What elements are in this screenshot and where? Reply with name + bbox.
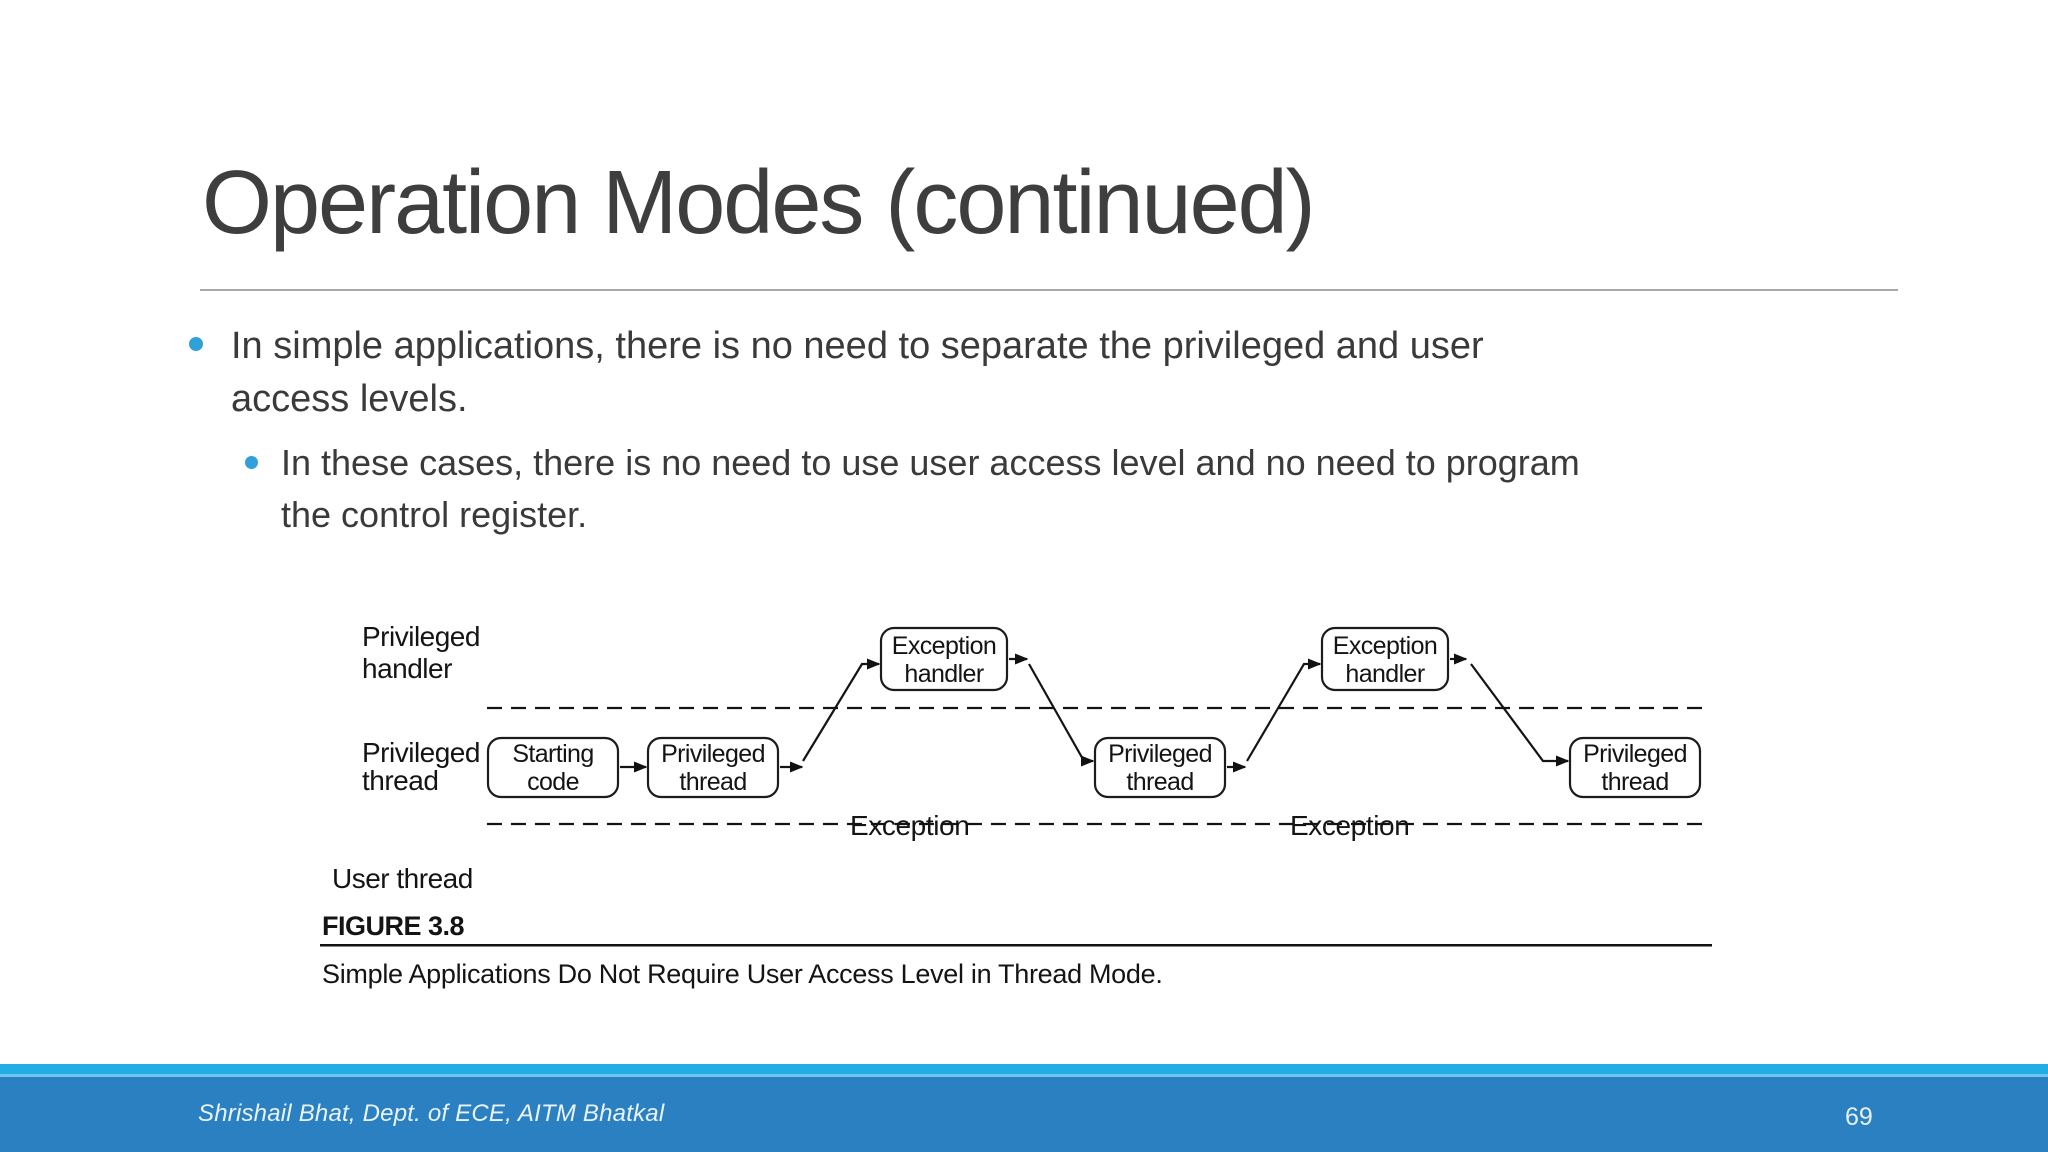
footer-bar xyxy=(0,1077,2048,1152)
slide-title: Operation Modes (continued) xyxy=(202,153,1316,253)
bullet-line: access levels. xyxy=(231,378,468,420)
box-privileged-thread-2 xyxy=(1093,736,1227,799)
bullet-line: In these cases, there is no need to use … xyxy=(281,442,1580,483)
figure-number: FIGURE 3.8 xyxy=(322,911,465,941)
footer-credit: Shrishail Bhat, Dept. of ECE, AITM Bhatk… xyxy=(198,1100,665,1127)
box-exception-handler-1 xyxy=(879,626,1009,692)
footer-accent-strip xyxy=(0,1064,2048,1074)
box-privileged-thread-label: thread xyxy=(1601,768,1668,796)
exception-label-2: Exception xyxy=(1290,810,1409,841)
box-privileged-thread-label: Privileged xyxy=(661,740,765,768)
box-privileged-thread-label: thread xyxy=(1126,768,1193,796)
bullet-level2: In these cases, there is no need to use … xyxy=(281,437,1580,541)
box-privileged-thread-3 xyxy=(1568,736,1702,799)
bullet-line: In simple applications, there is no need… xyxy=(231,325,1484,367)
row-label-user-thread: User thread xyxy=(332,863,473,894)
box-privileged-thread-label: Privileged xyxy=(1108,740,1212,768)
row-label-privileged-handler: handler xyxy=(362,653,452,684)
box-starting-code-label: code xyxy=(527,768,579,796)
bullet-line: the control register. xyxy=(281,494,588,535)
box-privileged-thread-1 xyxy=(646,736,780,799)
bullet-icon xyxy=(189,337,203,351)
figure-3-8-diagram: Privileged handler Privileged thread Use… xyxy=(320,621,1712,989)
row-label-privileged-handler: Privileged xyxy=(362,621,480,652)
arrow-up-to-handler-1 xyxy=(802,658,881,762)
box-privileged-thread-label: thread xyxy=(679,768,746,796)
row-label-privileged-thread: thread xyxy=(362,765,438,796)
bullet-level1: In simple applications, there is no need… xyxy=(231,320,1484,426)
footer-accent-line xyxy=(0,1074,2048,1077)
box-exception-handler-label: handler xyxy=(1345,660,1424,688)
arrow-down-to-thread-2 xyxy=(1028,663,1095,767)
box-exception-handler-2 xyxy=(1320,626,1450,692)
arrow-down-to-thread-3 xyxy=(1470,663,1570,767)
box-privileged-thread-label: Privileged xyxy=(1583,740,1687,768)
caption-rule xyxy=(320,944,1712,947)
arrow-up-to-handler-2 xyxy=(1246,658,1322,762)
title-divider xyxy=(200,289,1898,291)
box-starting-code xyxy=(486,736,620,799)
sub-bullet-icon xyxy=(245,456,258,469)
row-label-privileged-thread: Privileged xyxy=(362,737,480,768)
box-exception-handler-label: handler xyxy=(904,660,983,688)
page-number: 69 xyxy=(1845,1103,1873,1131)
exception-label-1: Exception xyxy=(850,810,969,841)
box-exception-handler-label: Exception xyxy=(892,632,996,660)
figure-caption: Simple Applications Do Not Require User … xyxy=(322,959,1163,989)
box-exception-handler-label: Exception xyxy=(1333,632,1437,660)
box-starting-code-label: Starting xyxy=(512,740,593,768)
